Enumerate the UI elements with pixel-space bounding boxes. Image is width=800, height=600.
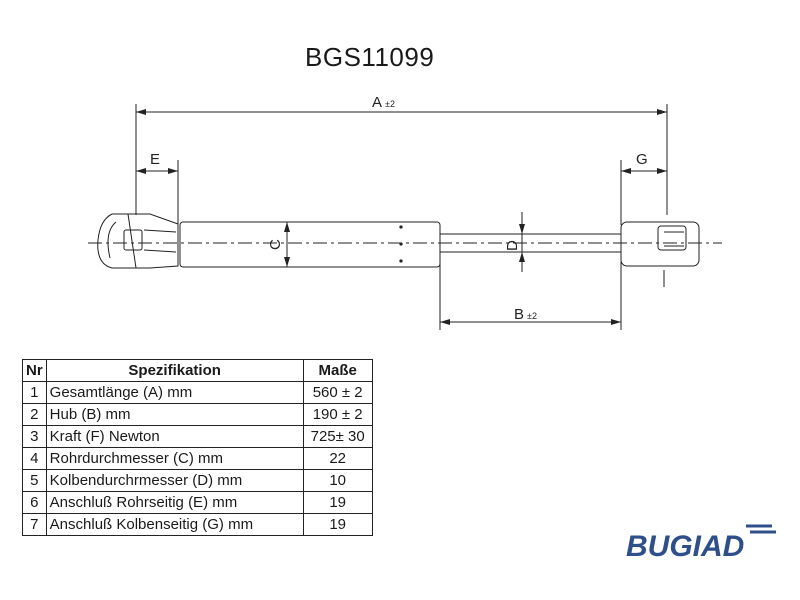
table-row: 3 Kraft (F) Newton 725± 30 xyxy=(22,425,373,448)
table-header-row: Nr Spezifikation Maße xyxy=(22,359,373,382)
row-number: 6 xyxy=(22,491,47,514)
row-specification: Kolbendurchrmesser (D) mm xyxy=(45,469,304,492)
table-row: 5 Kolbendurchrmesser (D) mm 10 xyxy=(22,469,373,492)
part-number-title: BGS11099 xyxy=(305,42,435,72)
row-value: 10 xyxy=(302,469,373,492)
bugiad-logo: BUGIAD xyxy=(626,524,776,563)
table-row: 7 Anschluß Kolbenseitig (G) mm 19 xyxy=(22,513,373,536)
tube-body xyxy=(179,221,441,268)
row-specification: Anschluß Rohrseitig (E) mm xyxy=(45,491,304,514)
header-masse: Maße xyxy=(302,359,373,382)
row-number: 5 xyxy=(22,469,47,492)
tube-end-fitting xyxy=(97,213,179,269)
table-row: 2 Hub (B) mm 190 ± 2 xyxy=(22,403,373,426)
row-specification: Rohrdurchmesser (C) mm xyxy=(45,447,304,470)
table-row: 6 Anschluß Rohrseitig (E) mm 19 xyxy=(22,491,373,514)
label-g: G xyxy=(636,151,648,168)
label-c: C xyxy=(267,239,284,250)
label-e: E xyxy=(150,151,160,168)
label-d: D xyxy=(504,240,521,251)
row-value: 22 xyxy=(302,447,373,470)
row-specification: Hub (B) mm xyxy=(45,403,304,426)
brand-stripes-icon xyxy=(746,524,776,534)
label-b: B xyxy=(514,306,524,323)
specification-table: Nr Spezifikation Maße 1 Gesamtlänge (A) … xyxy=(22,359,373,536)
label-a-tolerance: ±2 xyxy=(385,99,395,109)
row-specification: Gesamtlänge (A) mm xyxy=(45,381,304,404)
row-value: 19 xyxy=(302,491,373,514)
row-specification: Anschluß Kolbenseitig (G) mm xyxy=(45,513,304,536)
row-number: 4 xyxy=(22,447,47,470)
row-number: 3 xyxy=(22,425,47,448)
row-specification: Kraft (F) Newton xyxy=(45,425,304,448)
row-number: 7 xyxy=(22,513,47,536)
table-row: 1 Gesamtlänge (A) mm 560 ± 2 xyxy=(22,381,373,404)
row-value: 560 ± 2 xyxy=(302,381,373,404)
label-a: A xyxy=(372,94,382,111)
table-row: 4 Rohrdurchmesser (C) mm 22 xyxy=(22,447,373,470)
row-number: 1 xyxy=(22,381,47,404)
rod-end-fitting xyxy=(620,221,700,267)
row-number: 2 xyxy=(22,403,47,426)
header-spezifikation: Spezifikation xyxy=(45,359,304,382)
row-value: 190 ± 2 xyxy=(302,403,373,426)
label-b-tolerance: ±2 xyxy=(527,311,537,321)
row-value: 19 xyxy=(302,513,373,536)
row-value: 725± 30 xyxy=(302,425,373,448)
brand-name: BUGIAD xyxy=(626,530,744,563)
header-nr: Nr xyxy=(22,359,47,382)
rod-end-socket xyxy=(657,225,687,251)
